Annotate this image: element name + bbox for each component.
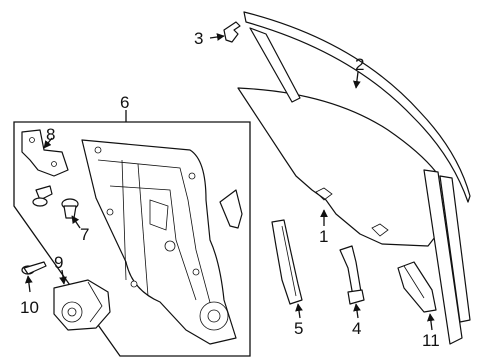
callout-6: 6 bbox=[120, 93, 129, 112]
door-glass bbox=[237, 87, 443, 247]
callout-8: 8 bbox=[46, 125, 55, 144]
window-regulator bbox=[81, 139, 237, 345]
callout-5: 5 bbox=[294, 319, 303, 338]
guide-4 bbox=[339, 245, 365, 305]
guide-5 bbox=[271, 219, 303, 305]
bolt-3 bbox=[223, 21, 241, 43]
callout-4: 4 bbox=[352, 319, 361, 338]
bolt-in-box bbox=[32, 185, 53, 207]
window-motor bbox=[53, 279, 111, 331]
callout-2: 2 bbox=[355, 55, 364, 74]
bracket-8 bbox=[21, 129, 69, 177]
callout-3: 3 bbox=[194, 29, 203, 48]
regulator-assembly-box bbox=[13, 121, 251, 357]
callout-10: 10 bbox=[20, 298, 39, 317]
control-module-11 bbox=[397, 261, 437, 313]
clip-7 bbox=[61, 198, 79, 219]
callout-9: 9 bbox=[54, 253, 63, 272]
callout-1: 1 bbox=[319, 227, 328, 246]
small-bracket bbox=[219, 189, 243, 229]
glass-run-channel bbox=[243, 11, 471, 345]
callout-11: 11 bbox=[422, 331, 440, 350]
leader-lines bbox=[25, 33, 435, 331]
callout-7: 7 bbox=[80, 225, 89, 244]
bolt-10 bbox=[21, 261, 47, 275]
